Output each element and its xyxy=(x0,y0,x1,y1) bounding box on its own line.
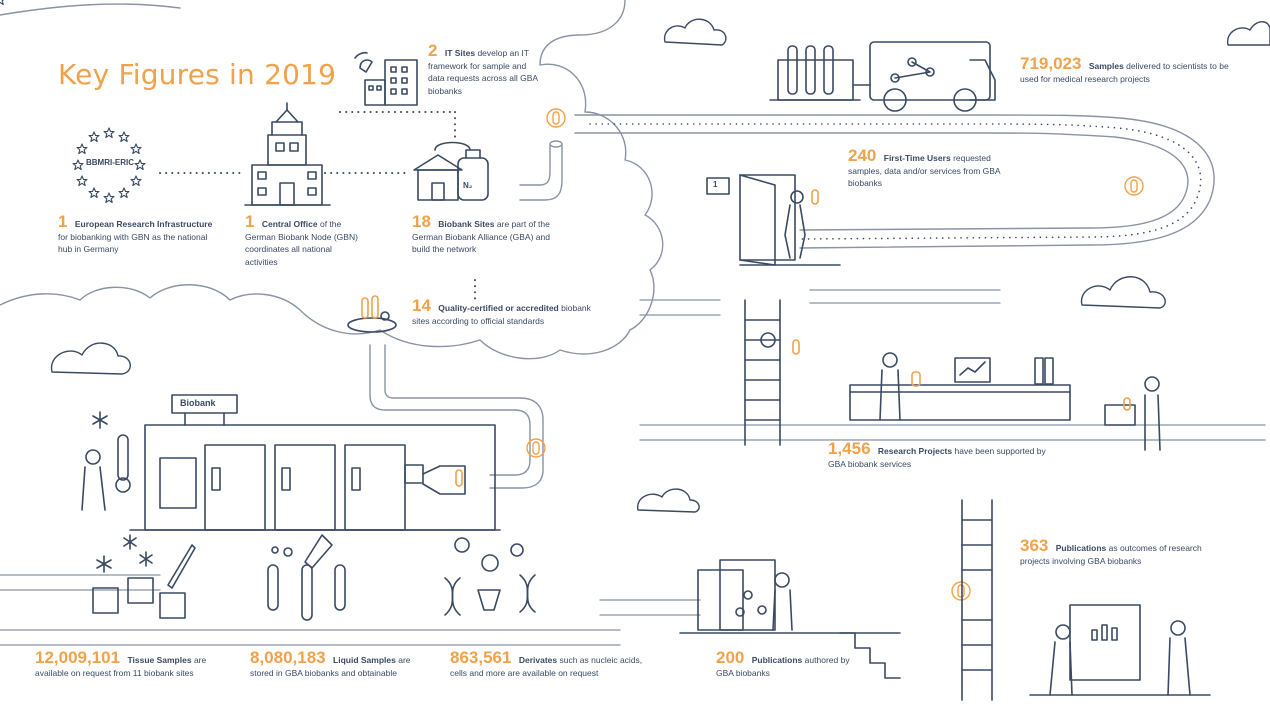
publications-authored-scene xyxy=(679,559,901,679)
figure-publications-authored: 200 Publications authored by GBA biobank… xyxy=(716,649,856,679)
figure-text: delivered to scientists to be used for m… xyxy=(1020,61,1229,84)
figure-number: 863,561 xyxy=(450,648,512,667)
figure-number: 240 xyxy=(848,146,877,165)
figure-it: 2 IT Sites develop an IT framework for s… xyxy=(428,42,543,97)
biobank-sites-building xyxy=(413,141,489,201)
figure-label: Liquid Samples xyxy=(333,655,396,665)
ladder-1 xyxy=(744,299,800,446)
figure-label: Research Projects xyxy=(877,446,953,456)
pipe-dots xyxy=(589,123,1202,240)
figure-liquid: 8,080,183 Liquid Samples are stored in G… xyxy=(250,649,430,679)
pipe-top xyxy=(519,140,563,201)
publications-outcome-scene xyxy=(1029,604,1211,696)
figure-number: 14 xyxy=(412,296,431,315)
figure-text: develop an IT framework for sample and d… xyxy=(428,48,538,96)
figure-text: for biobanking with GBN as the national … xyxy=(58,231,208,255)
figure-label: Samples xyxy=(1088,61,1124,71)
cloud-top-left xyxy=(0,3,181,16)
figure-number: 1 xyxy=(245,212,255,231)
pipe-main xyxy=(574,114,1215,249)
figure-text: authored by GBA biobanks xyxy=(716,655,850,678)
figure-number: 8,080,183 xyxy=(250,648,326,667)
door-number: 1 xyxy=(713,180,718,189)
figure-text: biobank sites according to official stan… xyxy=(412,303,591,326)
it-sites-building xyxy=(354,51,418,106)
figure-number: 200 xyxy=(716,648,745,667)
figure-users: 240 First-Time Users requested samples, … xyxy=(848,147,1018,190)
page-title: Key Figures in 2019 xyxy=(58,58,337,91)
figure-label: Derivates xyxy=(518,655,558,665)
delivery-truck xyxy=(769,41,996,112)
figure-text: have been supported by GBA biobank servi… xyxy=(828,446,1046,469)
figure-number: 1 xyxy=(58,212,68,231)
figure-text: requested samples, data and/or services … xyxy=(848,153,1001,188)
figure-label: Tissue Samples xyxy=(127,655,192,665)
figure-text: are available on request from 11 biobank… xyxy=(35,655,207,678)
figure-office: 1 Central Office of the German Biobank N… xyxy=(245,213,365,268)
figure-number: 18 xyxy=(412,212,431,231)
cloud-outline xyxy=(0,0,664,360)
figure-publications-outcomes: 363 Publications as outcomes of research… xyxy=(1020,537,1210,567)
figure-label: Biobank Sites xyxy=(438,219,495,229)
small-clouds xyxy=(50,18,1270,513)
derivates-icons xyxy=(444,537,536,616)
figure-derivates: 863,561 Derivates such as nucleic acids,… xyxy=(450,649,645,679)
figure-number: 719,023 xyxy=(1020,54,1082,73)
dotted-connectors xyxy=(159,111,476,301)
biobank-building xyxy=(81,394,501,531)
figure-tissue: 12,009,101 Tissue Samples are available … xyxy=(35,649,235,679)
vial-markers xyxy=(526,108,1144,601)
lab-bench xyxy=(849,352,1161,451)
pipe-biobank xyxy=(369,344,544,489)
figure-samples: 719,023 Samples delivered to scientists … xyxy=(1020,55,1235,85)
figure-label: IT Sites xyxy=(444,48,476,58)
figure-quality: 14 Quality-certified or accredited bioba… xyxy=(412,297,592,327)
tissue-icons xyxy=(92,534,196,619)
figure-number: 2 xyxy=(428,41,438,60)
figure-number: 1,456 xyxy=(828,439,871,458)
ladder-2 xyxy=(961,499,993,701)
figure-label: European Research Infrastructure xyxy=(74,219,213,229)
figure-eri: 1 European Research Infrastructure for b… xyxy=(58,213,218,256)
figure-label: Publications xyxy=(1055,543,1107,553)
figure-projects: 1,456 Research Projects have been suppor… xyxy=(828,440,1058,470)
figure-sites: 18 Biobank Sites are part of the German … xyxy=(412,213,562,256)
bg-tubes xyxy=(0,289,1266,646)
door-scene xyxy=(706,174,841,266)
figure-number: 12,009,101 xyxy=(35,648,121,667)
figure-label: Publications xyxy=(751,655,803,665)
quality-icon xyxy=(347,295,397,333)
figure-text: such as nucleic acids, cells and more ar… xyxy=(450,655,643,678)
eu-stars xyxy=(0,0,146,204)
figure-number: 363 xyxy=(1020,536,1049,555)
figure-text: are part of the German Biobank Alliance … xyxy=(412,219,550,254)
figure-text: are stored in GBA biobanks and obtainabl… xyxy=(250,655,411,678)
bbmri-label: BBMRI-ERIC xyxy=(86,158,134,167)
figure-label: Central Office xyxy=(261,219,318,229)
figure-label: First-Time Users xyxy=(883,153,951,163)
figure-label: Quality-certified or accredited xyxy=(438,303,559,313)
biobank-sign: Biobank xyxy=(180,398,216,408)
figure-text: as outcomes of research projects involvi… xyxy=(1020,543,1202,566)
n2-tank-label: N₂ xyxy=(463,181,473,190)
central-office-building xyxy=(244,102,331,206)
figure-text: of the German Biobank Node (GBN) coordin… xyxy=(245,219,358,267)
liquid-icons xyxy=(267,534,346,621)
